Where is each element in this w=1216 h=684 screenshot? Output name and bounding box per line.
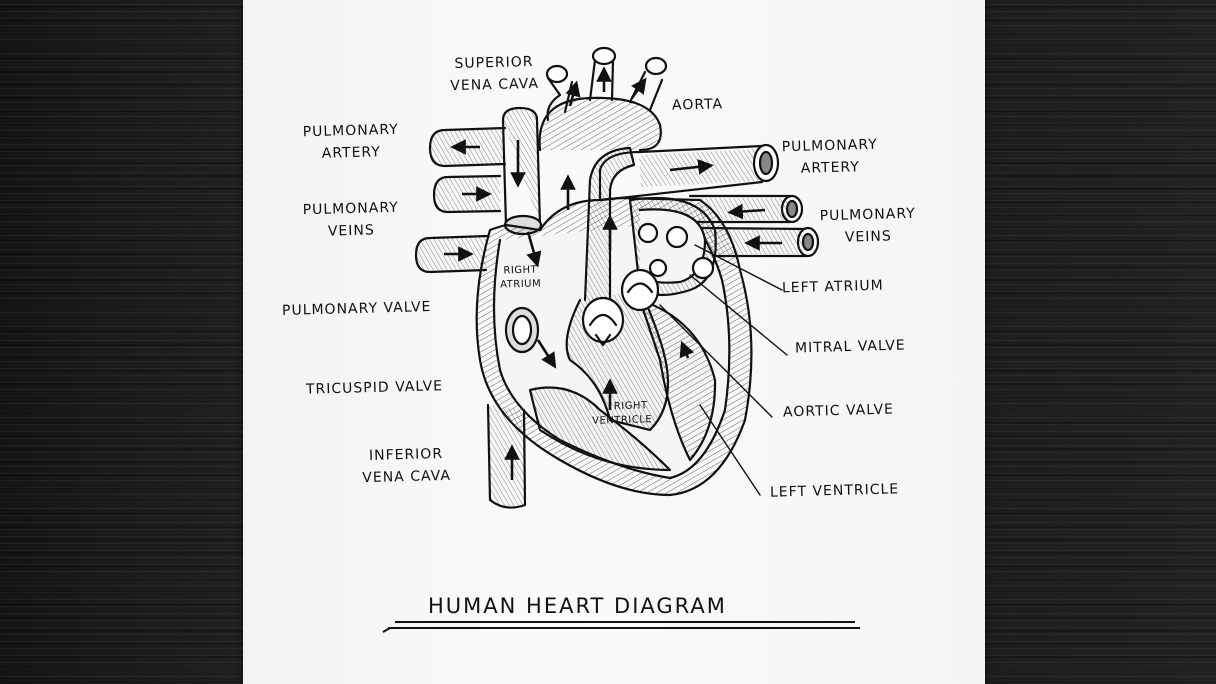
valves bbox=[504, 222, 715, 354]
label-pulmonary-veins-right: PULMONARY VEINS bbox=[819, 203, 916, 249]
label-line: VEINS bbox=[844, 228, 892, 246]
superior-vena-cava-tube bbox=[501, 106, 543, 236]
label-line: PULMONARY bbox=[302, 121, 399, 141]
label-line: PULMONARY bbox=[819, 205, 916, 225]
label-line: INFERIOR bbox=[368, 446, 444, 464]
label-inferior-vena-cava: INFERIOR VENA CAVA bbox=[361, 443, 451, 489]
label-line: ATRIUM bbox=[500, 278, 542, 291]
inferior-vena-cava-tube bbox=[486, 403, 527, 509]
label-left-atrium: LEFT ATRIUM bbox=[781, 277, 884, 297]
label-right-atrium: RIGHT ATRIUM bbox=[500, 263, 542, 292]
aortic-arch bbox=[538, 46, 668, 152]
label-aortic-valve: AORTIC VALVE bbox=[782, 401, 895, 421]
label-line: RIGHT bbox=[503, 264, 538, 277]
label-line: VENA CAVA bbox=[362, 467, 452, 487]
label-mitral-valve: MITRAL VALVE bbox=[794, 337, 906, 357]
label-line: VENTRICLE bbox=[592, 414, 653, 427]
flow-arrows bbox=[444, 66, 782, 480]
label-line: VENA CAVA bbox=[450, 75, 540, 95]
label-line: SUPERIOR bbox=[454, 53, 534, 73]
label-pulmonary-artery-right: PULMONARY ARTERY bbox=[781, 134, 878, 180]
title-underline bbox=[382, 621, 860, 633]
label-aorta: AORTA bbox=[671, 96, 724, 114]
label-line: VEINS bbox=[327, 222, 375, 240]
leader-lines bbox=[659, 244, 788, 496]
label-pulmonary-valve: PULMONARY VALVE bbox=[281, 299, 432, 319]
label-left-ventricle: LEFT VENTRICLE bbox=[769, 481, 900, 501]
label-line: PULMONARY bbox=[302, 199, 399, 219]
label-line: ARTERY bbox=[800, 159, 861, 177]
label-pulmonary-veins-left: PULMONARY VEINS bbox=[302, 197, 399, 243]
label-pulmonary-artery-left: PULMONARY ARTERY bbox=[302, 119, 399, 165]
label-tricuspid-valve: TRICUSPID VALVE bbox=[305, 378, 444, 398]
label-line: ARTERY bbox=[321, 144, 382, 162]
diagram-title: HUMAN HEART DIAGRAM bbox=[428, 594, 727, 618]
label-line: PULMONARY bbox=[781, 136, 878, 156]
label-right-ventricle: RIGHT VENTRICLE bbox=[592, 399, 653, 429]
label-superior-vena-cava: SUPERIOR VENA CAVA bbox=[449, 51, 539, 97]
